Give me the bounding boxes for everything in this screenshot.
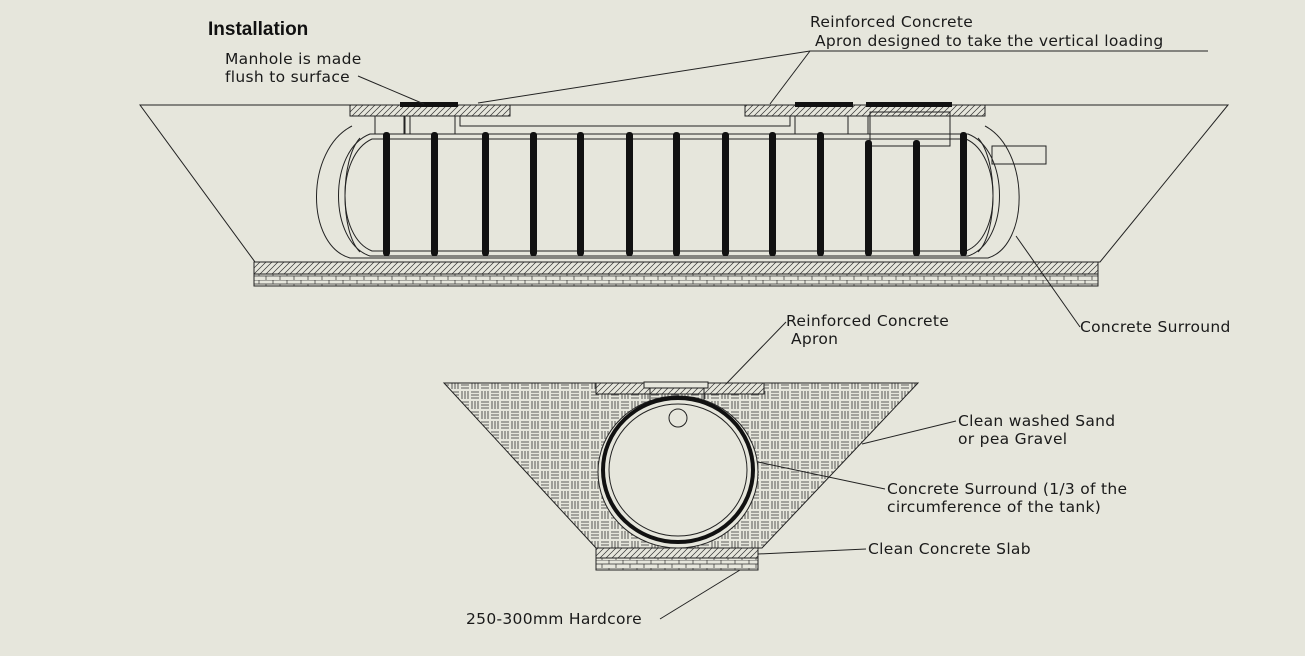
tank-rib <box>673 132 680 256</box>
surround-top-leader <box>1015 235 1081 328</box>
hardcore-label: 250-300mm Hardcore <box>466 610 642 628</box>
tank-rib <box>913 140 920 256</box>
manhole-leader <box>357 75 425 105</box>
sand-label-line1: Clean washed Sand <box>958 412 1115 430</box>
tank-body-inner <box>344 138 994 252</box>
slab-leader <box>757 548 867 555</box>
manhole-cover-cross <box>643 381 709 389</box>
surround-bottom-leader <box>757 461 886 490</box>
tank-end-right <box>977 137 994 253</box>
tank-end-left <box>344 137 361 253</box>
drawing-title: Installation <box>208 19 308 40</box>
apron-top-leader-right <box>769 50 811 105</box>
tank-cross-outer <box>601 396 755 544</box>
tank-rib <box>530 132 537 256</box>
manhole-label-line1: Manhole is made <box>225 50 362 68</box>
tank-rib <box>383 132 390 256</box>
concrete-slab-cross <box>595 547 759 559</box>
apron-bottom-label-line1: Reinforced Concrete <box>786 312 949 330</box>
sand-leader <box>861 420 957 445</box>
turret-right-box <box>869 111 951 147</box>
apron-top-label-line2: Apron designed to take the vertical load… <box>815 32 1163 50</box>
tank-rib <box>626 132 633 256</box>
turret-right <box>847 115 869 135</box>
turret-left-inner <box>403 115 411 135</box>
pipe-top-connection <box>454 116 796 135</box>
manhole-cover-left <box>400 102 458 107</box>
tank-rib <box>431 132 438 256</box>
surround-bottom-label-line1: Concrete Surround (1/3 of the <box>887 480 1127 498</box>
tank-rib <box>960 132 967 256</box>
manhole-cover-right-2 <box>866 102 952 107</box>
hardcore-cross <box>595 557 759 571</box>
manhole-label-line2: flush to surface <box>225 68 350 86</box>
surround-bottom-label-line2: circumference of the tank) <box>887 498 1101 516</box>
apron-bottom-label-line2: Apron <box>791 330 838 348</box>
tank-rib <box>865 140 872 256</box>
tank-rib <box>482 132 489 256</box>
manhole-cover-right-1 <box>795 102 853 107</box>
tank-rib <box>722 132 729 256</box>
tank-rib <box>817 132 824 256</box>
inlet-pipe <box>991 145 1047 165</box>
pipe-top-connection-2 <box>459 116 791 127</box>
base-slab-top <box>253 261 1099 275</box>
tank-rib <box>577 132 584 256</box>
apron-top-label-line1: Reinforced Concrete <box>810 13 973 31</box>
hardcore-leader <box>659 569 741 620</box>
concrete-surround-outline <box>316 125 1020 259</box>
hardcore-top <box>253 273 1099 287</box>
excavation-outline <box>139 104 1230 263</box>
inlet-pipe-cross <box>668 408 688 428</box>
apron-bottom-leader <box>725 321 787 385</box>
apron-top-leader-left <box>477 50 811 104</box>
surround-top-label: Concrete Surround <box>1080 318 1231 336</box>
turret-left <box>374 115 406 135</box>
sand-label-line2: or pea Gravel <box>958 430 1067 448</box>
tank-ribs <box>383 132 967 256</box>
longitudinal-section <box>139 102 1230 287</box>
cross-section <box>442 381 920 571</box>
tank-rib <box>769 132 776 256</box>
slab-label: Clean Concrete Slab <box>868 540 1031 558</box>
tank-cross-inner <box>608 403 748 537</box>
